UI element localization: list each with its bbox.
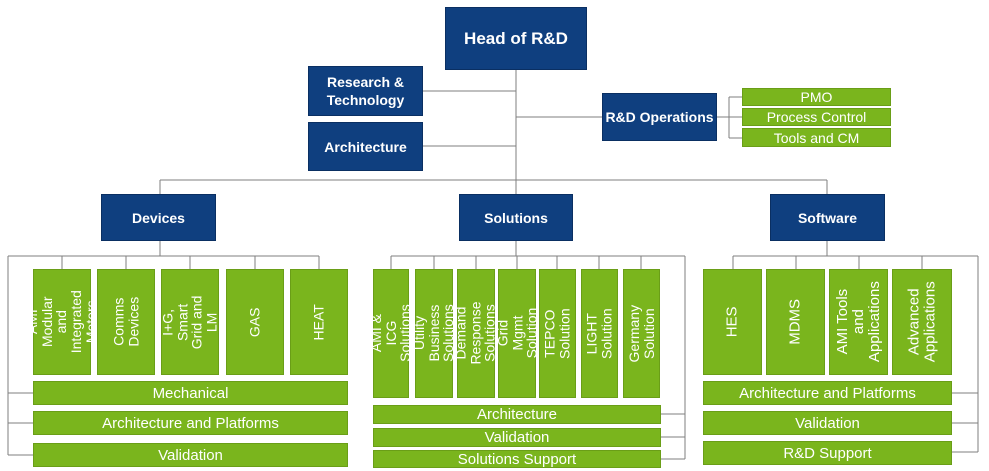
software-label: Software [797, 209, 858, 226]
architecture-top-label: Architecture [324, 138, 407, 155]
software-column: HES [703, 269, 762, 375]
head-of-rd-label: Head of R&D [464, 28, 568, 48]
devices-column-label: I+G, Smart Grid and LM [159, 295, 220, 349]
software-column: MDMS [766, 269, 825, 375]
rd-operations-box: R&D Operations [602, 93, 717, 141]
devices-box: Devices [101, 194, 216, 241]
devices-bar: Validation [33, 443, 348, 467]
software-bar-label: Architecture and Platforms [739, 384, 916, 402]
devices-bar-label: Validation [158, 446, 223, 464]
head-of-rd-box: Head of R&D [445, 7, 587, 70]
solutions-bar-label: Validation [484, 429, 550, 446]
devices-column: Comms Devices [97, 269, 155, 375]
devices-column-label: Comms Devices [110, 297, 141, 347]
solutions-bar: Solutions Support [373, 450, 661, 468]
software-bar-label: R&D Support [783, 444, 872, 462]
devices-bar: Architecture and Platforms [33, 411, 348, 435]
solutions-column-label: Utility Business Solutions [410, 304, 457, 363]
architecture-top-box: Architecture [308, 122, 423, 171]
solutions-column: LIGHT Solution [581, 269, 618, 398]
software-bar: Architecture and Platforms [703, 381, 952, 405]
software-column-label: MDMS [786, 299, 804, 345]
solutions-column: Utility Business Solutions [410, 269, 457, 398]
devices-bar-label: Mechanical [152, 384, 229, 402]
solutions-column-label: LIGHT Solution [583, 308, 615, 359]
devices-column-label: GAS [246, 307, 263, 337]
solutions-column-label: Grid Mgmt Solution [493, 308, 540, 359]
process-control-label: Process Control [766, 109, 867, 125]
pmo-box: PMO [742, 88, 891, 106]
solutions-column: TEPCO Solution [539, 269, 576, 398]
solutions-column: AMI & ICG Solutions [368, 269, 413, 398]
pmo-label: PMO [800, 89, 833, 105]
tools-cm-box: Tools and CM [742, 128, 891, 147]
tools-cm-label: Tools and CM [773, 129, 860, 146]
devices-column: GAS [226, 269, 284, 375]
devices-bar: Mechanical [33, 381, 348, 405]
devices-column: HEAT [290, 269, 348, 375]
devices-label: Devices [132, 209, 185, 226]
devices-column: AMI Modular and Integrated Meters [24, 269, 99, 375]
software-box: Software [770, 194, 885, 241]
software-bar-label: Validation [795, 414, 860, 432]
devices-column-label: AMI Modular and Integrated Meters [24, 290, 100, 354]
solutions-column-label: Demand Response Solutions [452, 301, 499, 366]
solutions-column-label: Germany Solution [625, 304, 657, 363]
solutions-column: Germany Solution [623, 269, 660, 398]
solutions-bar-label: Architecture [476, 406, 558, 423]
solutions-bar: Validation [373, 428, 661, 447]
process-control-box: Process Control [742, 108, 891, 126]
devices-column: I+G, Smart Grid and LM [159, 269, 220, 375]
solutions-label: Solutions [484, 209, 548, 226]
software-column-label: Advanced Applications [905, 281, 938, 363]
rd-operations-label: R&D Operations [605, 108, 714, 125]
software-bar: R&D Support [703, 441, 952, 465]
solutions-column: Grid Mgmt Solution [493, 269, 540, 398]
solutions-column: Demand Response Solutions [452, 269, 499, 398]
solutions-column-label: AMI & ICG Solutions [367, 304, 414, 363]
research-technology-label: Research & Technology [326, 73, 405, 108]
devices-bar-label: Architecture and Platforms [102, 414, 279, 432]
software-bar: Validation [703, 411, 952, 435]
solutions-column-label: TEPCO Solution [541, 308, 573, 359]
software-column-label: HES [723, 306, 741, 338]
software-column: Advanced Applications [892, 269, 952, 375]
solutions-bar: Architecture [373, 405, 661, 424]
software-column-label: AMI Tools and Applications [833, 281, 883, 363]
devices-column-label: HEAT [310, 303, 327, 341]
software-column: AMI Tools and Applications [829, 269, 888, 375]
research-technology-box: Research & Technology [308, 66, 423, 116]
solutions-bar-label: Solutions Support [457, 450, 577, 468]
solutions-box: Solutions [459, 194, 573, 241]
